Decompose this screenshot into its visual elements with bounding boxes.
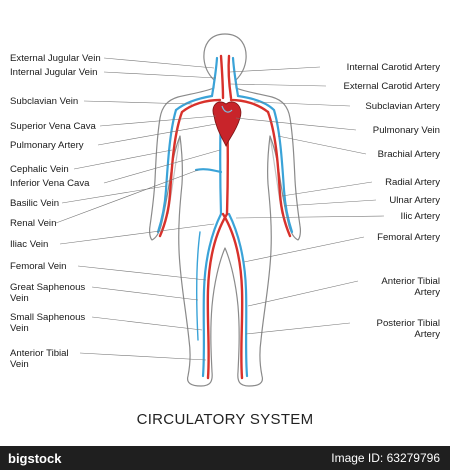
veins — [156, 56, 294, 378]
label-femoral-artery: Femoral Artery — [377, 232, 440, 243]
label-brachial-artery: Brachial Artery — [377, 149, 440, 160]
subclavian-artery-path — [229, 98, 270, 114]
arm-artery-left — [158, 98, 222, 238]
arm-artery-right — [266, 110, 292, 238]
label-anterior-tibial-artery: Anterior Tibial Artery — [381, 276, 440, 298]
leader-line-external-carotid-artery — [229, 83, 327, 87]
leader-line-femoral-vein — [77, 265, 207, 281]
label-pulmonary-vein: Pulmonary Vein — [372, 125, 440, 136]
leader-lines — [55, 57, 385, 361]
leader-line-inferior-vena-cava — [103, 149, 221, 184]
leader-line-iliac-vein — [59, 223, 215, 245]
head-outline — [149, 33, 301, 387]
body-figure — [55, 33, 385, 387]
stock-footer-bar: bigstock Image ID: 63279796 — [0, 446, 450, 470]
leader-line-posterior-tibial-artery — [245, 322, 351, 335]
leader-line-internal-carotid-artery — [229, 66, 321, 73]
label-renal-vein: Renal Vein — [10, 218, 57, 229]
arm-vein-right — [236, 94, 294, 234]
leader-line-great-saphenous-vein — [91, 286, 199, 301]
label-basilic-vein: Basilic Vein — [10, 198, 60, 209]
leader-line-pulmonary-vein — [235, 117, 357, 131]
jugular-vein-right — [231, 56, 240, 98]
label-external-carotid-artery: External Carotid Artery — [343, 81, 440, 92]
leader-line-external-jugular-vein — [103, 57, 215, 69]
leader-line-superior-vena-cava — [99, 115, 217, 127]
leg-artery-left — [206, 212, 229, 380]
body-outline — [149, 33, 301, 387]
label-subclavian-artery: Subclavian Artery — [365, 101, 440, 112]
carotid-artery-right — [227, 54, 233, 100]
jugular-vein-left — [210, 56, 219, 98]
leader-line-small-saphenous-vein — [91, 316, 203, 331]
carotid-artery-left — [219, 54, 225, 100]
leader-line-radial-artery — [281, 181, 373, 197]
label-pulmonary-artery: Pulmonary Artery — [10, 140, 84, 151]
stock-brand-logo: bigstock — [8, 451, 62, 466]
leader-line-subclavian-vein — [83, 100, 193, 105]
label-ulnar-artery: Ulnar Artery — [389, 195, 440, 206]
saphenous-vein-path — [196, 231, 201, 341]
label-subclavian-vein: Subclavian Vein — [10, 96, 79, 107]
label-inferior-vena-cava: Inferior Vena Cava — [10, 178, 90, 189]
leader-line-anterior-tibial-artery — [247, 280, 359, 307]
leader-line-basilic-vein — [61, 185, 167, 204]
leader-line-anterior-tibial-vein — [79, 352, 207, 361]
leader-line-cephalic-vein — [73, 149, 173, 170]
label-internal-jugular-vein: Internal Jugular Vein — [10, 67, 98, 78]
leader-line-femoral-artery — [243, 236, 365, 263]
circulatory-diagram: External Jugular Vein Internal Jugular V… — [10, 33, 440, 387]
label-radial-artery: Radial Artery — [385, 177, 440, 188]
renal-vein-path — [194, 168, 223, 174]
stock-image-id: Image ID: 63279796 — [331, 451, 440, 465]
leader-line-brachial-artery — [277, 135, 367, 155]
diagram-title: CIRCULATORY SYSTEM — [136, 411, 314, 428]
leg-vein-right — [227, 212, 249, 378]
label-anterior-tibial-vein: Anterior Tibial Vein — [10, 348, 69, 370]
leg-vein-left — [201, 212, 223, 378]
label-cephalic-vein: Cephalic Vein — [10, 164, 69, 175]
label-iliac-vein: Iliac Vein — [10, 239, 49, 250]
label-superior-vena-cava: Superior Vena Cava — [10, 121, 96, 132]
label-ilic-artery: Ilic Artery — [400, 211, 440, 222]
arm-vein-left — [156, 108, 178, 234]
leader-line-internal-jugular-vein — [103, 71, 217, 79]
label-internal-carotid-artery: Internal Carotid Artery — [346, 62, 440, 73]
label-small-saphenous-vein: Small Saphenous Vein — [10, 312, 86, 334]
leader-line-ulnar-artery — [283, 199, 377, 207]
leader-line-renal-vein — [55, 169, 199, 224]
label-posterior-tibial-artery: Posterior Tibial Artery — [376, 318, 440, 340]
leader-line-pulmonary-artery — [97, 123, 217, 146]
leg-artery-right — [221, 212, 244, 380]
subclavian-vein-path — [174, 94, 214, 112]
label-femoral-vein: Femoral Vein — [10, 261, 67, 272]
leader-line-subclavian-artery — [253, 101, 351, 107]
leader-line-ilic-artery — [235, 215, 385, 219]
label-great-saphenous-vein: Great Saphenous Vein — [10, 282, 86, 304]
label-external-jugular-vein: External Jugular Vein — [10, 53, 101, 64]
heart-icon — [212, 101, 242, 148]
